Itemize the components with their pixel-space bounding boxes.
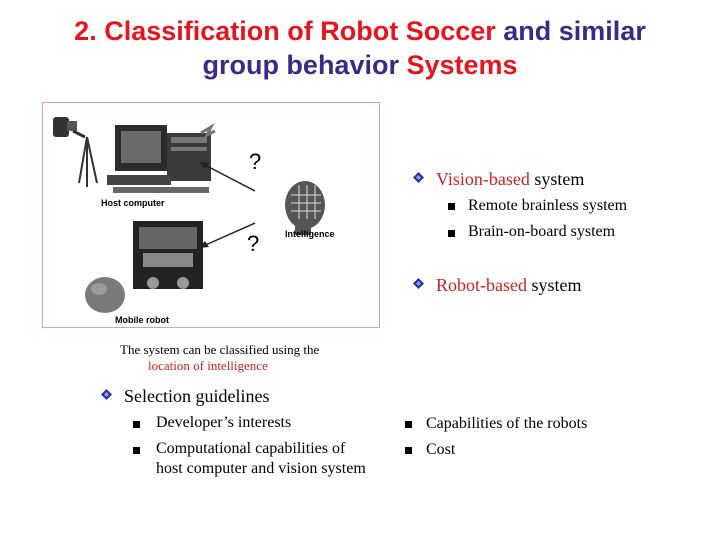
host-computer-label: Host computer [101, 198, 165, 208]
remote-brainless-item: Remote brainless system [468, 197, 628, 214]
ball-icon [85, 277, 125, 313]
guideline-developer-interests: Developer’s interests [156, 414, 292, 431]
mobile-robot-icon [133, 221, 203, 289]
square-bullet-icon [448, 203, 455, 210]
camera-icon [53, 117, 98, 187]
square-bullet-icon [133, 421, 140, 428]
intelligence-label: Intelligence [285, 229, 335, 239]
square-bullet-icon [133, 447, 140, 454]
caption-line1: The system can be classified using the [120, 342, 320, 357]
mobile-robot-label: Mobile robot [115, 315, 169, 325]
diamond-bullet-icon [413, 172, 424, 183]
robot-based-item: Robot-based system [436, 274, 582, 296]
question-mark-top: ? [249, 149, 262, 174]
title-line2-purple: group behavior [202, 50, 399, 80]
guideline-computational-capabilities-line1: Computational capabilities of [156, 440, 346, 457]
brain-on-board-item: Brain-on-board system [468, 223, 616, 240]
robot-based-rest: system [526, 275, 582, 295]
guideline-computational-capabilities-line2: host computer and vision system [156, 460, 366, 477]
robot-system-figure: Host computer Intelligence Mobile robot … [42, 102, 380, 328]
title-line2-red: Systems [398, 50, 518, 80]
vision-based-item: Vision-based system [436, 168, 584, 190]
guideline-robot-capabilities: Capabilities of the robots [426, 415, 588, 432]
vision-based-term: Vision-based [436, 169, 530, 189]
diamond-bullet-icon [413, 278, 424, 289]
square-bullet-icon [448, 230, 455, 237]
head-icon [285, 181, 325, 235]
guideline-cost: Cost [426, 441, 456, 458]
slide-title: 2. Classification of Robot Soccer and si… [0, 14, 720, 82]
host-computer-icon [107, 125, 211, 193]
figure-illustration [53, 117, 325, 313]
robot-based-term: Robot-based [436, 275, 527, 295]
caption-line2: location of intelligence [148, 358, 268, 373]
title-line1-purple: and similar [495, 16, 646, 46]
question-mark-bottom: ? [247, 231, 260, 256]
vision-based-rest: system [529, 169, 585, 189]
square-bullet-icon [405, 421, 412, 428]
diamond-bullet-icon [101, 389, 112, 400]
selection-guidelines-heading: Selection guidelines [124, 386, 270, 406]
title-line1-red: 2. Classification of Robot Soccer [74, 16, 496, 46]
square-bullet-icon [405, 447, 412, 454]
